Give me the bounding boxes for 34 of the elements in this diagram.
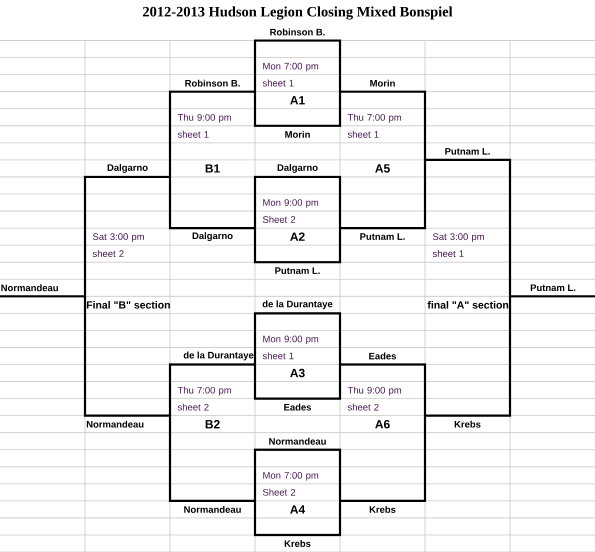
schedule-text: Sat 3:00 pm sheet 2: [92, 233, 144, 257]
game-code: B1: [206, 164, 220, 173]
team-name: Normandeau: [86, 420, 144, 428]
title: 2012-2013 Hudson Legion Closing Mixed Bonspiel: [143, 6, 452, 20]
game-code: B2: [206, 420, 220, 428]
team-name: de la Durantaye: [184, 352, 254, 360]
team-name: Putnam L.: [360, 233, 405, 240]
team-name: Robinson B.: [185, 80, 240, 87]
team-name: Normandeau: [184, 506, 241, 513]
game-code: A2: [290, 232, 305, 241]
schedule-text: Mon 9:00 pm sheet 1: [262, 336, 318, 360]
schedule-text: Thu 7:00 pm sheet 1: [348, 114, 402, 138]
schedule-text: Mon 9:00 pm Sheet 2: [262, 199, 318, 223]
schedule-text: Thu 7:00 pm sheet 2: [178, 386, 232, 411]
team-name: Putnam L.: [445, 148, 490, 155]
game-code: A4: [290, 505, 306, 514]
team-name: Normandeau: [269, 438, 326, 445]
game-code: A6: [375, 420, 390, 428]
game-code: A1: [290, 96, 305, 104]
team-name: Dalgarno: [108, 164, 148, 173]
schedule-text: Sat 3:00 pm sheet 1: [432, 233, 484, 257]
team-name: Putnam L.: [530, 284, 576, 292]
team-name: Dalgarno: [278, 164, 318, 173]
team-name: Normandeau: [1, 284, 58, 292]
team-name: Krebs: [454, 420, 481, 428]
schedule-text: Mon 7:00 pm Sheet 2: [262, 472, 318, 496]
game-code: A3: [290, 368, 305, 378]
schedule-text: Thu 9:00 pm sheet 2: [348, 386, 402, 411]
schedule-text: Thu 9:00 pm sheet 1: [178, 114, 232, 138]
section-title: Final "B" section: [86, 300, 170, 309]
team-name: Dalgarno: [192, 232, 233, 242]
section-title: final "A" section: [428, 300, 508, 309]
game-code: A5: [375, 164, 390, 173]
schedule-text: Mon 7:00 pm sheet 1: [262, 62, 318, 86]
